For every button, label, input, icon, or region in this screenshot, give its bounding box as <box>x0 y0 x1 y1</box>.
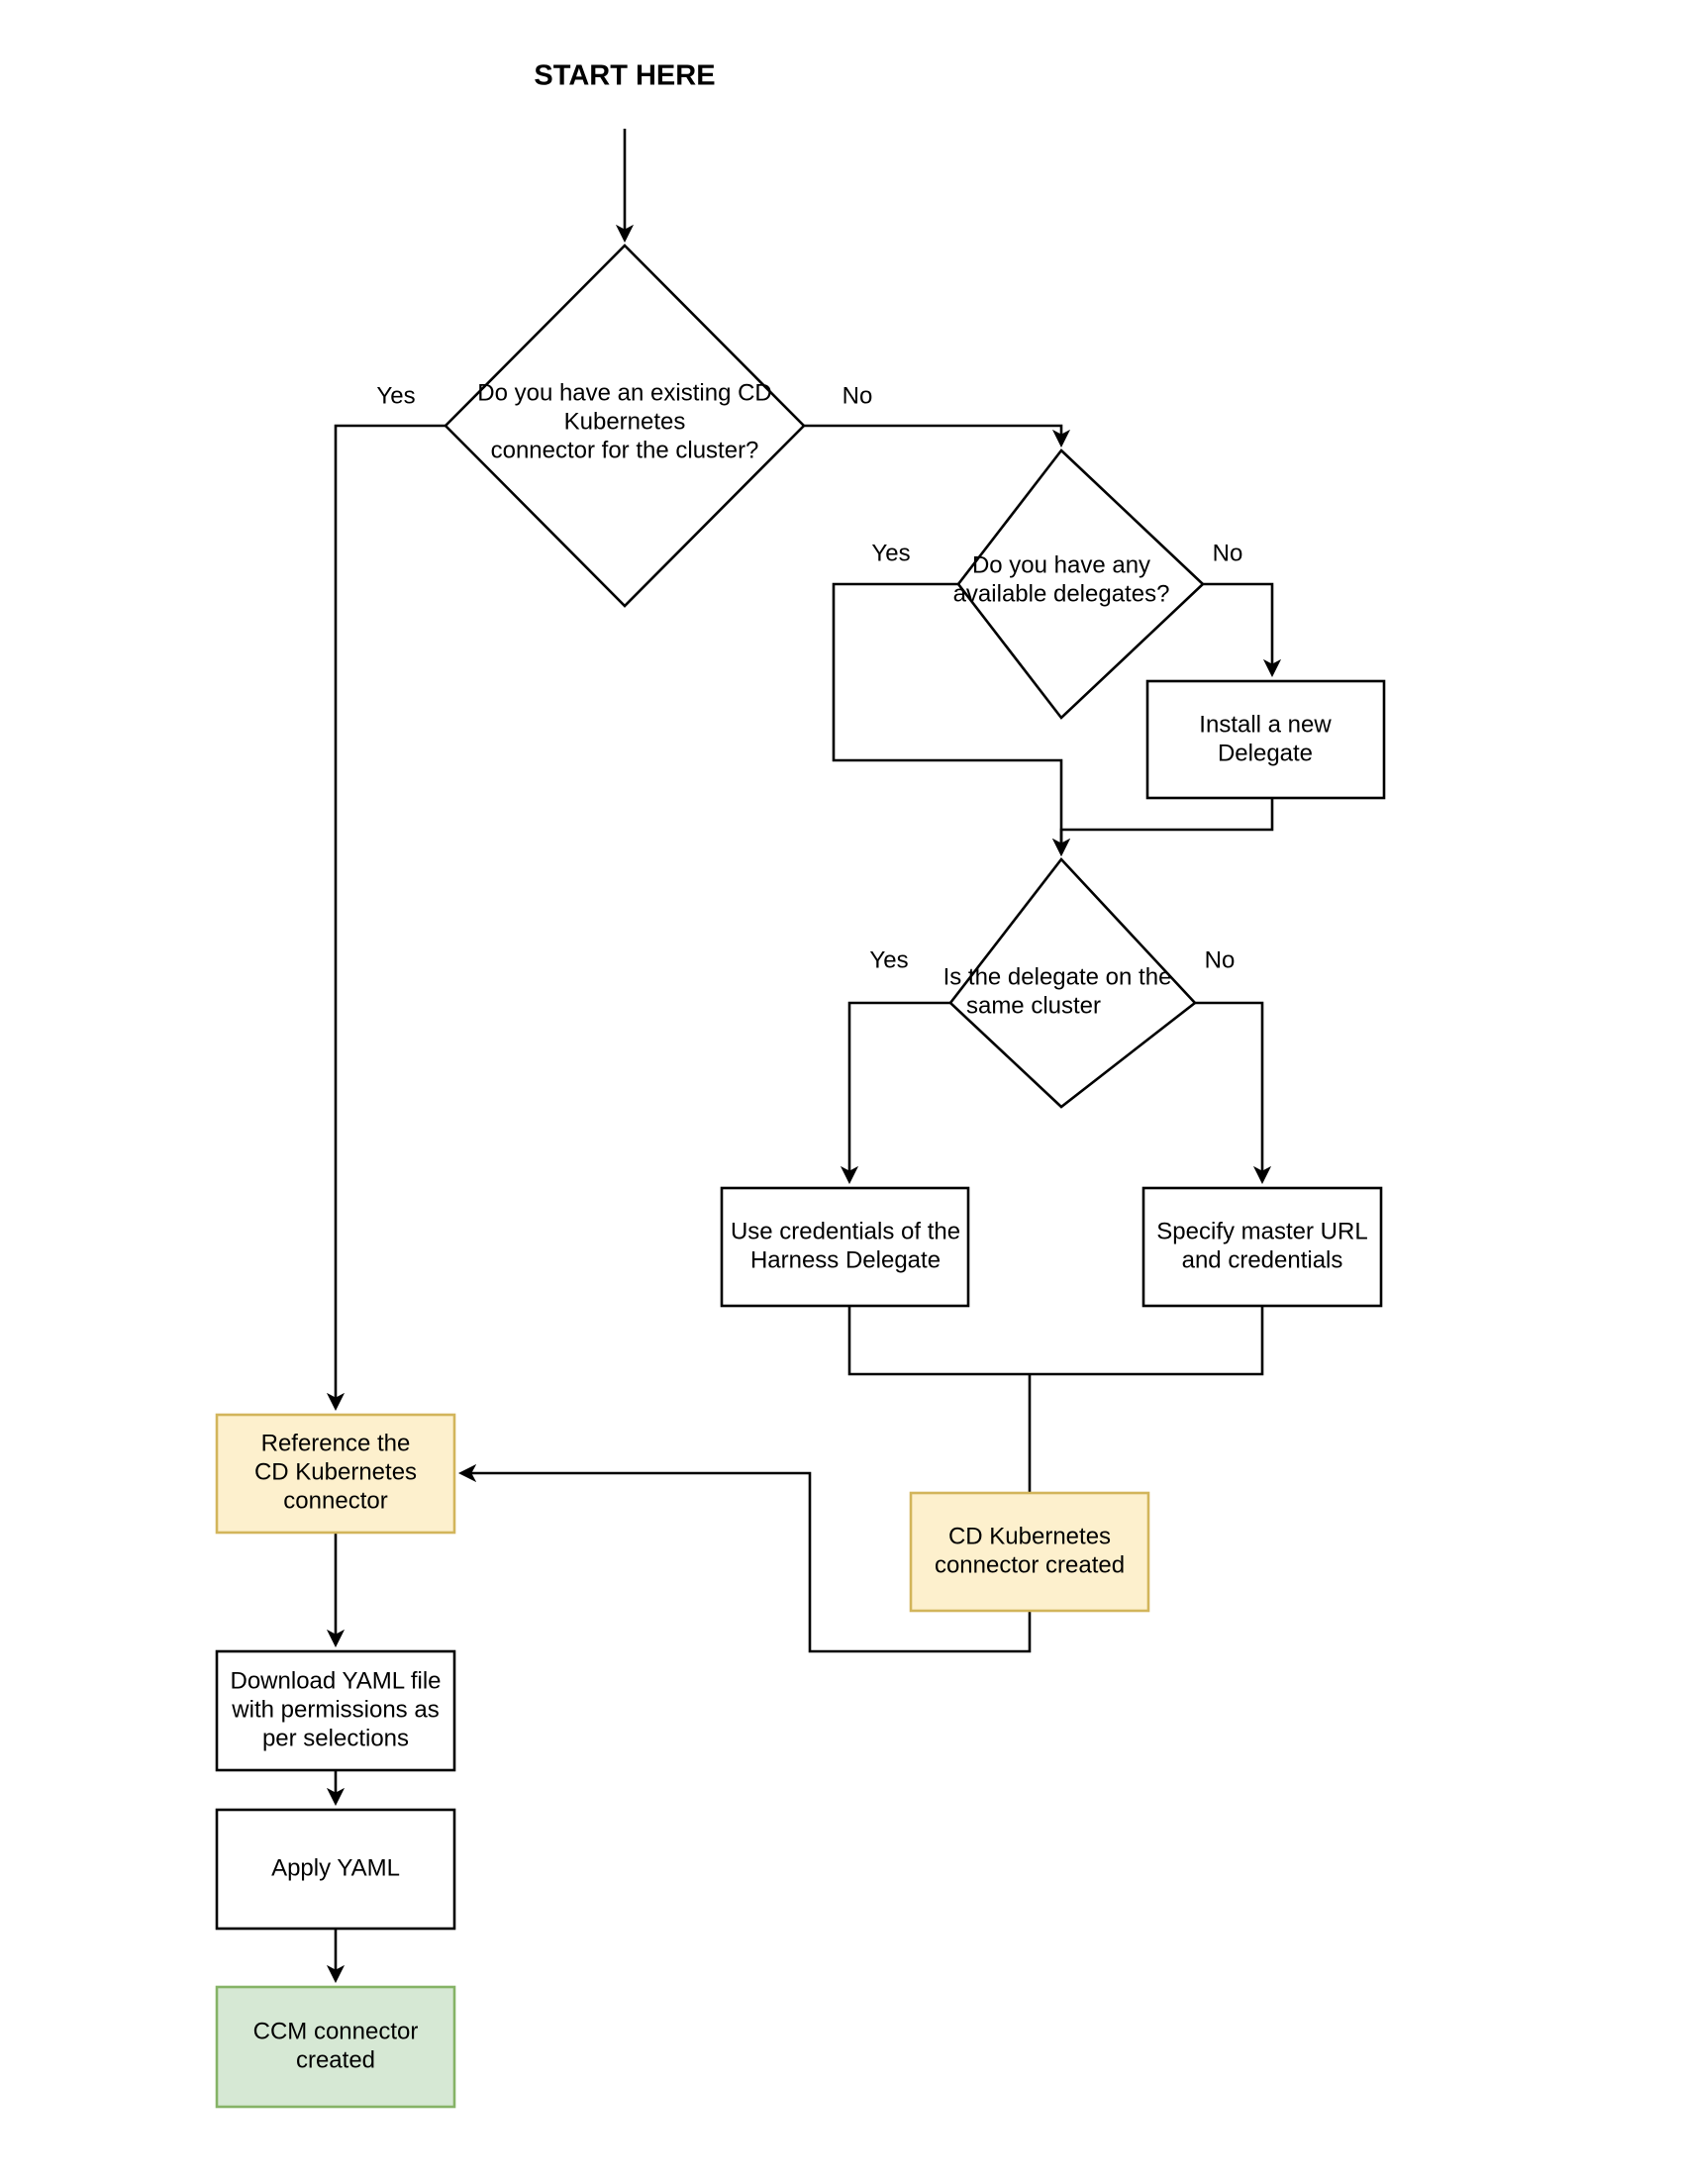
edge-decision3-no-to-specify-url <box>1195 1001 1272 1185</box>
edge-install-delegate-to-decision3 <box>1051 798 1274 857</box>
state-cd-connector-created-line-2: connector created <box>935 1551 1125 1578</box>
decision-existing-connector-line-3: connector for the cluster? <box>491 437 759 463</box>
process-download-yaml-line-3: per selections <box>262 1725 409 1751</box>
start-here-label: START HERE <box>534 60 715 92</box>
process-apply-yaml-line-1: Apply YAML <box>271 1854 400 1881</box>
state-ccm-connector-created-line-1: CCM connector <box>253 2018 419 2044</box>
process-reference-connector-line-3: connector <box>283 1487 387 1514</box>
state-cd-connector-created-shape[interactable] <box>909 1491 1150 1613</box>
decision-existing-connector-shape[interactable] <box>444 244 806 608</box>
process-use-delegate-credentials-line-2: Harness Delegate <box>750 1246 941 1273</box>
edge-cd-connector-created-to-reference <box>457 1463 1032 1653</box>
process-use-delegate-credentials-line-1: Use credentials of the <box>731 1218 960 1244</box>
decision-available-delegates-shape[interactable] <box>956 448 1205 720</box>
process-reference-connector-shape[interactable] <box>215 1413 456 1535</box>
edge-label-decision3-yes: Yes <box>869 946 908 973</box>
process-download-yaml-shape[interactable] <box>215 1649 456 1772</box>
process-download-yaml-line-1: Download YAML file <box>231 1667 442 1694</box>
edge-label-decision1-no: No <box>842 382 873 409</box>
process-install-delegate-line-2: Delegate <box>1218 740 1313 766</box>
edge-label-decision3-no: No <box>1205 946 1236 973</box>
state-cd-connector-created-line-1: CD Kubernetes <box>948 1523 1111 1549</box>
process-use-delegate-credentials-shape[interactable] <box>720 1186 970 1308</box>
process-reference-connector-line-2: CD Kubernetes <box>254 1458 417 1485</box>
process-install-delegate-line-1: Install a new <box>1199 711 1332 738</box>
process-specify-master-url-shape[interactable] <box>1141 1186 1383 1308</box>
decision-same-cluster-line-1: Is the delegate on the <box>943 963 1172 990</box>
edge-specify-url-to-merge <box>1030 1306 1264 1376</box>
decision-existing-connector-line-1: Do you have an existing CD <box>477 379 772 406</box>
process-specify-master-url-line-1: Specify master URL <box>1156 1218 1367 1244</box>
decision-available-delegates-line-1: Do you have any <box>972 551 1150 578</box>
edge-decision2-no-to-install-delegate <box>1203 582 1282 678</box>
edge-use-credentials-to-merge <box>847 1306 1030 1376</box>
edge-label-decision1-yes: Yes <box>376 382 415 409</box>
process-download-yaml-line-2: with permissions as <box>231 1696 439 1723</box>
decision-same-cluster-line-2: same cluster <box>966 992 1101 1019</box>
edge-label-decision2-yes: Yes <box>871 540 910 566</box>
process-reference-connector-line-1: Reference the <box>261 1430 411 1456</box>
state-ccm-connector-created-line-2: created <box>296 2046 375 2073</box>
edge-decision3-yes-to-use-credentials <box>840 1001 950 1185</box>
edge-decision1-no-to-decision2 <box>804 424 1071 448</box>
state-ccm-connector-created-shape[interactable] <box>215 1985 456 2109</box>
process-install-delegate-shape[interactable] <box>1145 679 1386 800</box>
process-specify-master-url-line-2: and credentials <box>1182 1246 1343 1273</box>
edge-label-decision2-no: No <box>1213 540 1243 566</box>
decision-same-cluster-shape[interactable] <box>948 856 1197 1109</box>
decision-existing-connector-line-2: Kubernetes <box>564 408 686 435</box>
edge-decision2-yes-to-decision3 <box>832 582 1071 857</box>
decision-available-delegates-line-2: available delegates? <box>953 580 1170 607</box>
edge-decision1-yes-to-reference <box>326 424 446 1412</box>
process-apply-yaml-shape[interactable] <box>215 1808 456 1931</box>
